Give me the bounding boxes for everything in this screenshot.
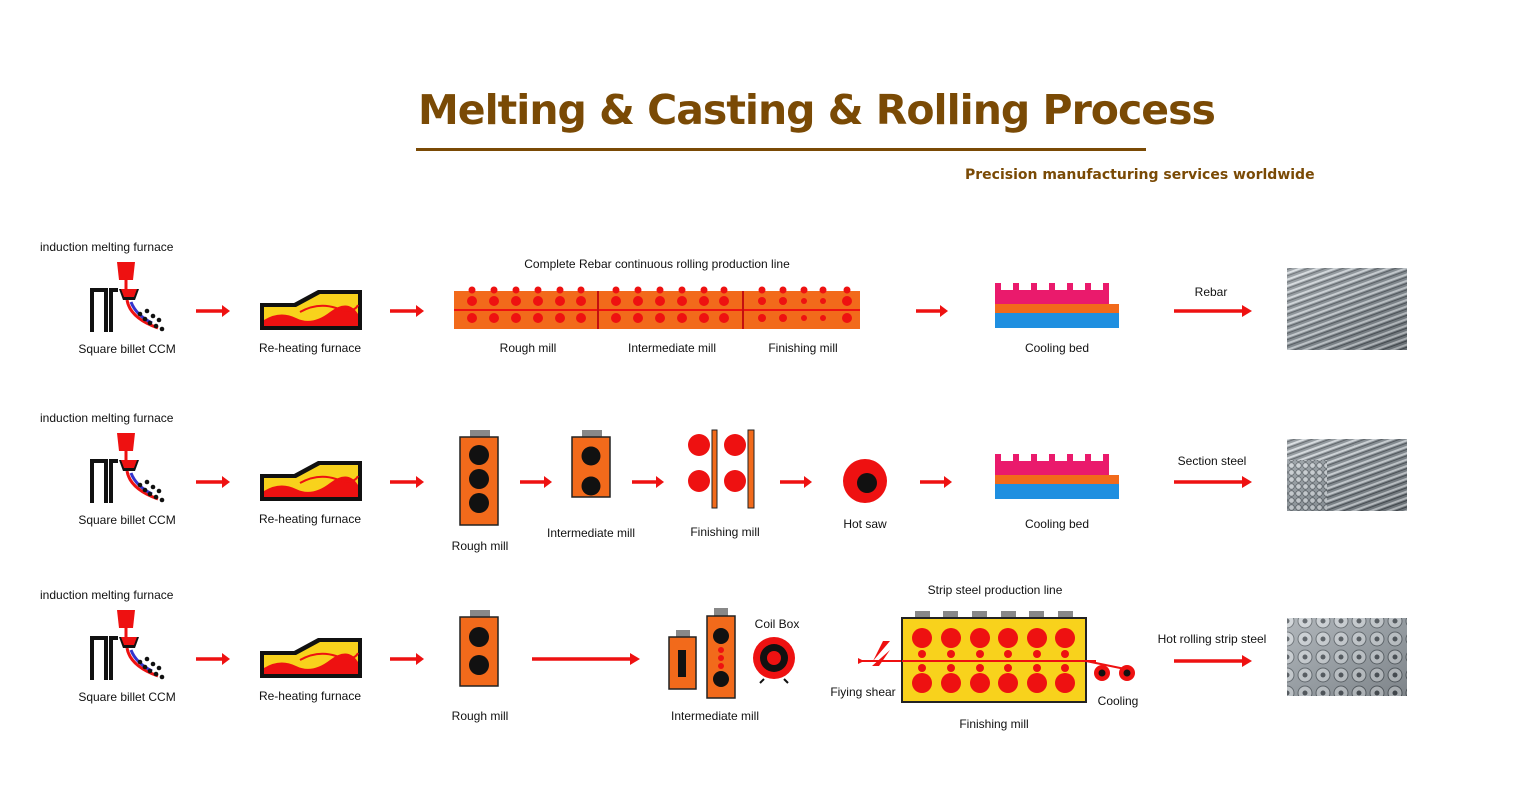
cooling-label: Cooling: [1097, 694, 1139, 708]
cooling-bed-icon: [995, 454, 1119, 499]
induction-furnace-label: induction melting furnace: [40, 240, 174, 254]
billet-ccm-icon: [90, 262, 165, 332]
finishing-mill-stand-icon: [688, 429, 755, 509]
row-strip-steel: [90, 608, 1407, 703]
cooling-bed-label: Cooling bed: [1024, 341, 1090, 355]
cooling-bed-icon: [995, 283, 1119, 328]
product-label: Hot rolling strip steel: [1157, 632, 1267, 646]
flying-shear-label: Fiying shear: [830, 685, 896, 699]
coil-box-icon: [753, 637, 795, 684]
reheating-furnace-icon: [260, 290, 362, 330]
row-section-steel: [90, 429, 1407, 526]
section-steel-photo: [1287, 439, 1407, 511]
page-subtitle: Precision manufacturing services worldwi…: [965, 167, 1315, 183]
flow-arrow-2-head: [416, 653, 424, 665]
flow-arrow-5-head: [804, 476, 812, 488]
cooling-bed-label: Cooling bed: [1024, 517, 1090, 531]
flow-arrow-1-head: [222, 476, 230, 488]
cooling-rollers-icon: [1085, 660, 1135, 681]
rough-mill-label: Rough mill: [451, 539, 509, 553]
reheating-furnace-label: Re-heating furnace: [258, 689, 362, 703]
intermediate-mill-label: Intermediate mill: [670, 709, 760, 723]
flow-arrow-2-head: [416, 305, 424, 317]
intermediate-mill-stand-icon: [571, 430, 611, 498]
line-title: Strip steel production line: [927, 583, 1063, 597]
finishing-mill-label: Finishing mill: [959, 717, 1029, 731]
steel-coils-photo: [1287, 618, 1407, 696]
flow-arrow-3-head: [630, 653, 640, 665]
flow-arrow-2-head: [416, 476, 424, 488]
intermediate-mill-label: Intermediate mill: [546, 526, 636, 540]
induction-furnace-label: induction melting furnace: [40, 411, 174, 425]
billet-ccm-icon: [90, 433, 165, 503]
rough-mill-stand-icon: [459, 430, 499, 526]
continuous-rolling-mill-icon: [454, 286, 860, 329]
flow-arrow-1-head: [222, 305, 230, 317]
row-rebar: [90, 262, 1407, 350]
reheating-furnace-icon: [260, 461, 362, 501]
rough-mill-stand-icon: [459, 610, 499, 687]
flow-arrow-4-head: [1242, 305, 1252, 317]
billet-ccm-icon: [90, 610, 165, 680]
product-label: Rebar: [1194, 285, 1228, 299]
finishing-mill-label: Finishing mill: [690, 525, 760, 539]
flow-arrow-3-head: [940, 305, 948, 317]
flow-arrow-3-head: [544, 476, 552, 488]
flow-arrow-4-head: [656, 476, 664, 488]
finishing-mill-label: Finishing mill: [768, 341, 838, 355]
flying-shear-icon: [858, 641, 902, 666]
flow-arrow-1-head: [222, 653, 230, 665]
ccm-label: Square billet CCM: [78, 342, 176, 356]
rebar-bundle-photo: [1287, 268, 1407, 350]
reheating-furnace-label: Re-heating furnace: [258, 341, 362, 355]
hot-saw-label: Hot saw: [843, 517, 887, 531]
intermediate-mill-stand-icon: [668, 608, 736, 699]
rough-mill-label: Rough mill: [499, 341, 557, 355]
ccm-label: Square billet CCM: [78, 690, 176, 704]
coil-box-label: Coil Box: [754, 617, 800, 631]
rough-mill-label: Rough mill: [451, 709, 509, 723]
reheating-furnace-label: Re-heating furnace: [258, 512, 362, 526]
line-title: Complete Rebar continuous rolling produc…: [524, 257, 790, 271]
flow-arrow-7-head: [1242, 476, 1252, 488]
product-label: Section steel: [1177, 454, 1247, 468]
ccm-label: Square billet CCM: [78, 513, 176, 527]
flow-arrow-6-head: [944, 476, 952, 488]
page-title: Melting & Casting & Rolling Process: [418, 86, 1216, 134]
intermediate-mill-label: Intermediate mill: [627, 341, 717, 355]
induction-furnace-label: induction melting furnace: [40, 588, 174, 602]
title-underline: [416, 148, 1146, 151]
reheating-furnace-icon: [260, 638, 362, 678]
strip-finishing-mill-icon: [901, 611, 1096, 703]
hot-saw-icon: [843, 459, 887, 503]
flow-arrow-4-head: [1242, 655, 1252, 667]
